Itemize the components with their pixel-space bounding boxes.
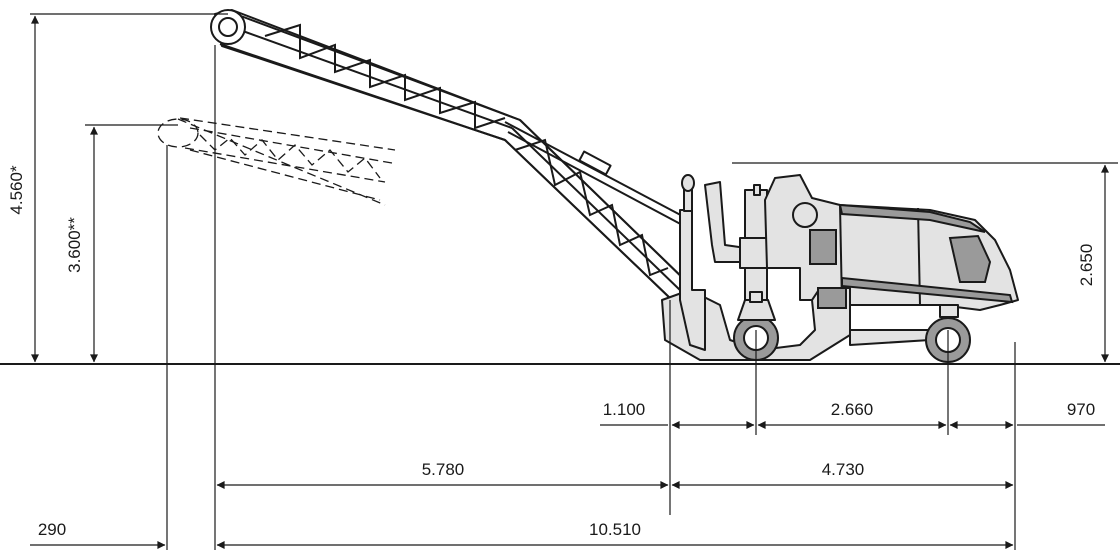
extension-lines bbox=[30, 13, 1118, 550]
dim-height-cabin: 2.650 bbox=[1077, 244, 1096, 287]
dim-height-raised: 4.560* bbox=[7, 165, 26, 215]
conveyor-raised bbox=[210, 9, 691, 301]
conveyor-lowered bbox=[157, 117, 396, 206]
dim-rear-overhang: 970 bbox=[1067, 400, 1095, 419]
dim-conveyor-offset: 290 bbox=[38, 520, 66, 539]
machine-body bbox=[661, 174, 1019, 363]
dim-height-lowered: 3.600** bbox=[65, 217, 84, 273]
dim-front-overhang: 1.100 bbox=[603, 400, 646, 419]
dim-total-length: 10.510 bbox=[589, 520, 641, 539]
dim-conveyor-reach: 5.780 bbox=[422, 460, 465, 479]
dim-machine-length: 4.730 bbox=[822, 460, 865, 479]
mirror-icon bbox=[792, 202, 818, 228]
dim-wheelbase: 2.660 bbox=[831, 400, 874, 419]
